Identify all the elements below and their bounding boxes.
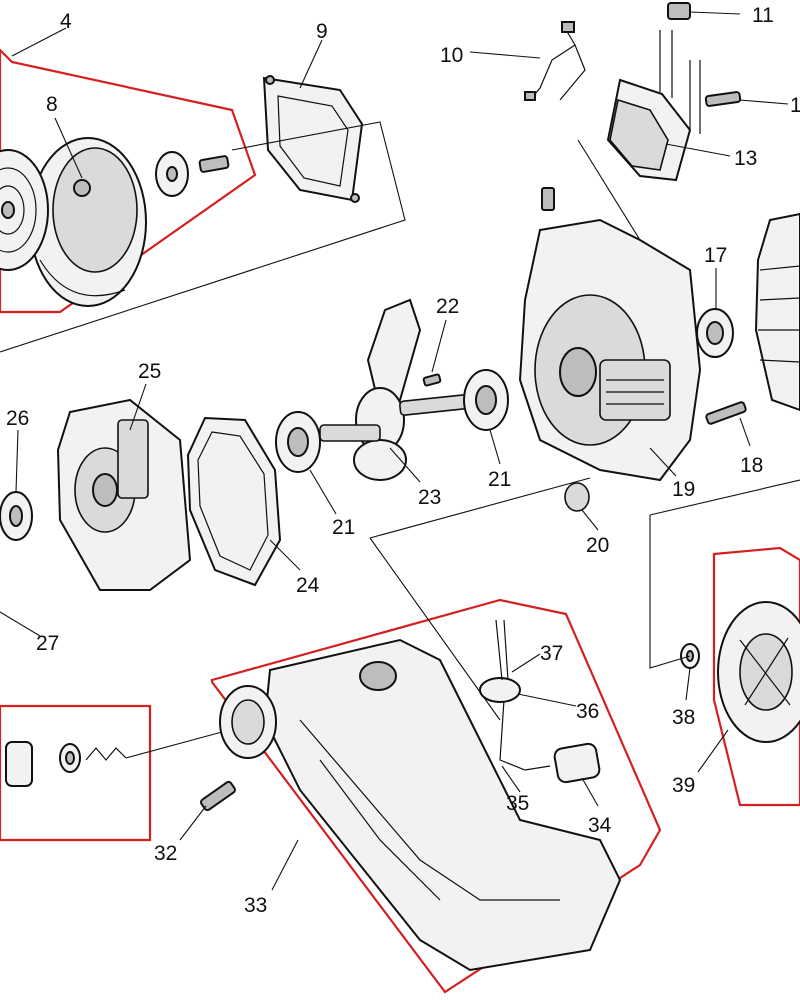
callout-1x: 1 bbox=[790, 94, 800, 117]
crankcase-right-19 bbox=[518, 187, 702, 482]
fuel-line-35 bbox=[499, 699, 551, 771]
callout-21-right: 21 bbox=[488, 468, 511, 491]
callout-36: 36 bbox=[576, 700, 599, 723]
ignition-coil-13 bbox=[606, 30, 701, 182]
callout-37: 37 bbox=[540, 642, 563, 665]
gasket-9 bbox=[262, 75, 364, 203]
callout-24: 24 bbox=[296, 574, 320, 597]
screw-32 bbox=[199, 780, 237, 812]
callout-18: 18 bbox=[740, 454, 763, 477]
recoil-spring bbox=[0, 149, 49, 271]
screw-8 bbox=[198, 155, 230, 173]
filler-cap-assembly bbox=[5, 741, 127, 787]
starter-pulley bbox=[29, 137, 147, 307]
washer-8 bbox=[155, 151, 189, 197]
callout-20: 20 bbox=[586, 534, 609, 557]
callout-10: 10 bbox=[440, 44, 463, 67]
callout-8: 8 bbox=[46, 93, 58, 116]
callout-13: 13 bbox=[734, 147, 757, 170]
nut-11 bbox=[667, 2, 691, 20]
callout-labels: 4 8 9 10 11 1 13 17 22 25 26 21 23 21 18… bbox=[6, 4, 800, 917]
callout-39: 39 bbox=[672, 774, 695, 797]
clutch-39 bbox=[717, 601, 800, 743]
seal-17 bbox=[696, 308, 734, 358]
highlight-cap-group bbox=[0, 704, 152, 842]
callout-27: 27 bbox=[36, 632, 59, 655]
callout-4: 4 bbox=[60, 10, 72, 33]
callout-35: 35 bbox=[506, 792, 529, 815]
highlight-starter-group bbox=[0, 48, 257, 314]
bearing-21-right bbox=[463, 369, 509, 431]
callout-26: 26 bbox=[6, 407, 29, 430]
screw-1x bbox=[704, 91, 742, 107]
bearing-26 bbox=[0, 491, 33, 541]
callout-25: 25 bbox=[138, 360, 161, 383]
callout-9: 9 bbox=[316, 20, 328, 43]
grommet-36 bbox=[479, 677, 521, 703]
callout-19: 19 bbox=[672, 478, 695, 501]
callout-34: 34 bbox=[588, 814, 612, 837]
callout-33: 33 bbox=[244, 894, 267, 917]
callout-22: 22 bbox=[436, 295, 459, 318]
vent-37 bbox=[495, 619, 509, 681]
callout-17: 17 bbox=[704, 244, 727, 267]
screw-18 bbox=[705, 401, 747, 425]
highlight-clutch-group bbox=[712, 546, 800, 807]
bearing-21-left bbox=[275, 411, 321, 473]
filter-34 bbox=[553, 742, 601, 784]
gasket-24 bbox=[186, 416, 282, 587]
callout-32: 32 bbox=[154, 842, 177, 865]
plug-20 bbox=[564, 482, 590, 512]
callout-38: 38 bbox=[672, 706, 695, 729]
wire-harness-10 bbox=[524, 21, 586, 101]
callout-23: 23 bbox=[418, 486, 441, 509]
leader-lines bbox=[0, 11, 800, 891]
crankshaft-23 bbox=[319, 298, 469, 481]
callout-21-left: 21 bbox=[332, 516, 355, 539]
tank-cap-33 bbox=[219, 685, 277, 759]
crankcase-left-25 bbox=[56, 398, 192, 591]
callout-11: 11 bbox=[752, 4, 774, 27]
flywheel-fan bbox=[754, 212, 800, 412]
pin-22 bbox=[422, 373, 442, 387]
fuel-tank-33 bbox=[263, 638, 622, 972]
